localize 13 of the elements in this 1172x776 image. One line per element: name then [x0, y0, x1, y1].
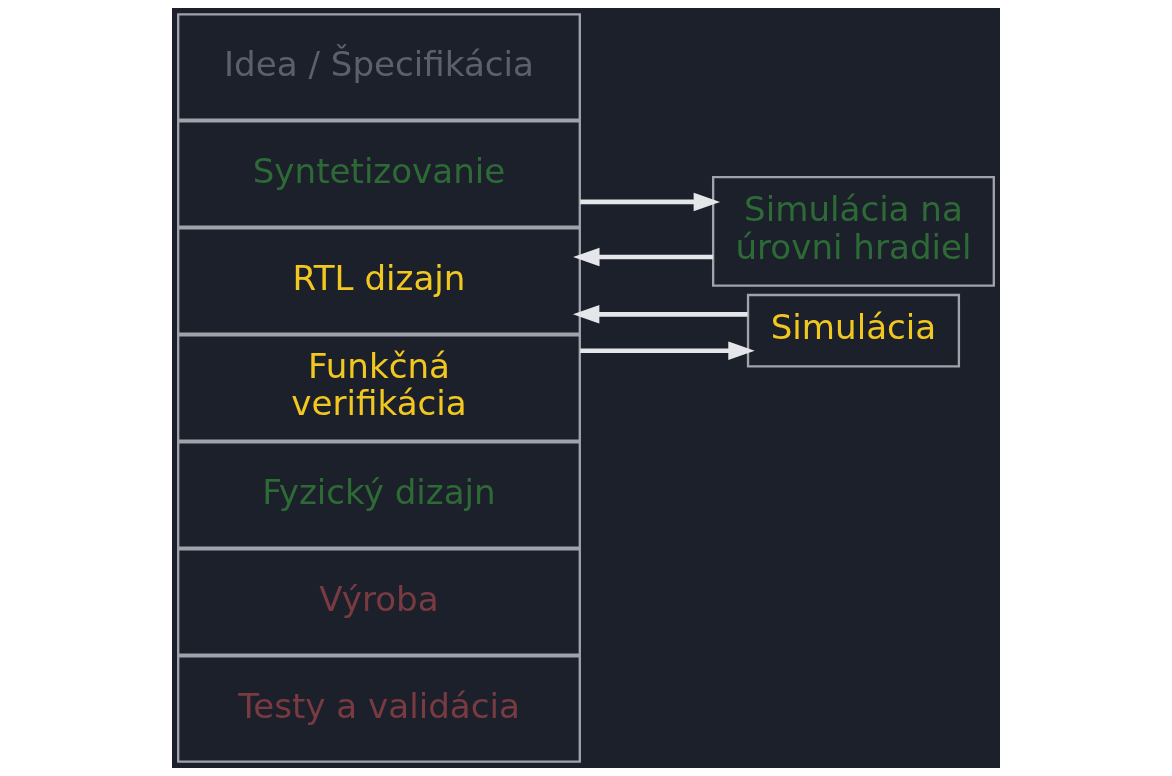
arrow [573, 247, 714, 267]
node-box: Testy a validácia [177, 655, 581, 763]
arrow [580, 341, 755, 361]
arrow [572, 305, 748, 324]
node-box: RTL dizajn [177, 227, 581, 335]
node-box: Výroba [177, 548, 581, 656]
node-box: Funkčná verifikácia [177, 334, 581, 442]
node-box: Syntetizovanie [177, 120, 581, 228]
arrow [580, 192, 721, 212]
node-box: Simulácia na úrovni hradiel [712, 175, 995, 287]
node-box: Simulácia [746, 293, 961, 368]
node-box: Fyzický dizajn [177, 441, 581, 549]
node-box: Idea / Špecifikácia [177, 13, 581, 121]
